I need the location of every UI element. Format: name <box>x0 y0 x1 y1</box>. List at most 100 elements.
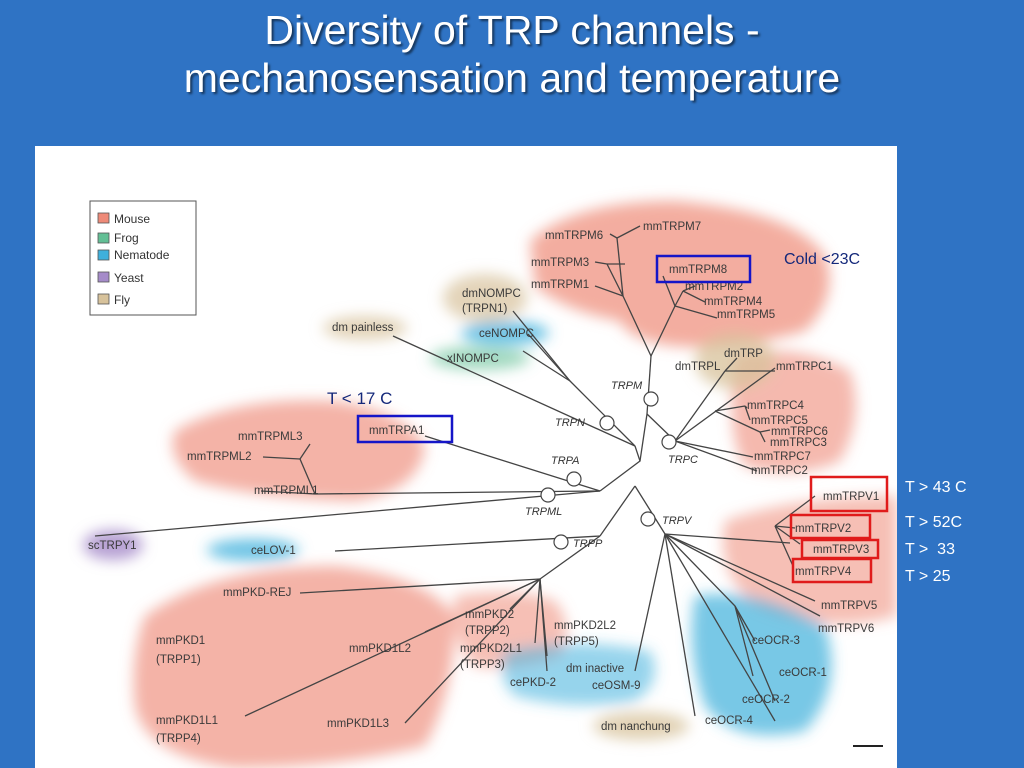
legend-label-nematode: Nematode <box>114 248 170 262</box>
fly-cluster-nanchung <box>593 712 689 740</box>
legend-swatch-fly <box>97 293 110 305</box>
mouse-cluster-trpp <box>133 566 455 768</box>
legend-label-mouse: Mouse <box>114 212 150 226</box>
annotation-cold: Cold <23C <box>784 251 860 268</box>
leaf-mmTRPC7: mmTRPC7 <box>754 451 811 463</box>
clade-marker-trpml <box>540 487 556 503</box>
leaf-mmTRPC2: mmTRPC2 <box>751 465 808 477</box>
leaf-mmPKD1: mmPKD1 <box>156 635 205 647</box>
mouse-cluster-trpm <box>530 201 830 347</box>
leaf-mmTRPML3: mmTRPML3 <box>238 431 303 443</box>
highlight-box-mmTRPA1 <box>356 414 454 444</box>
annotation-t17: T < 17 C <box>327 389 392 408</box>
clade-marker-trpv <box>640 511 656 527</box>
annotation-trpv4: T > 25 <box>905 568 951 585</box>
clade-marker-trpa <box>566 471 582 487</box>
leaf-dmNOMPC-sub: (TRPN1) <box>462 303 508 315</box>
leaf-mmPKD2L1: mmPKD2L1 <box>460 643 522 655</box>
leaf-labels: mmTRPM6 mmTRPM7 mmTRPM3 mmTRPM8 mmTRPM1 … <box>88 221 879 745</box>
clade-marker-trpc <box>661 434 677 450</box>
leaf-dm-painless: dm painless <box>332 322 394 334</box>
legend-swatch-mouse <box>97 212 110 224</box>
leaf-xlNOMPC: xINOMPC <box>447 353 499 365</box>
slide-title: Diversity of TRP channels - mechanosensa… <box>0 6 1024 102</box>
leaf-mmPKD1L2: mmPKD1L2 <box>349 643 411 655</box>
leaf-dmNOMPC: dmNOMPC <box>462 288 521 300</box>
annotation-trpv2: T > 52C <box>905 514 963 531</box>
leaf-mmTRPML1: mmTRPML1 <box>254 485 319 497</box>
clade-label-trpml: TRPML <box>525 506 562 518</box>
clade-label-trpc: TRPC <box>668 454 698 466</box>
legend-swatch-frog <box>97 232 110 244</box>
leaf-scTRPY1: scTRPY1 <box>88 540 137 552</box>
leaf-ceOCR-1: ceOCR-1 <box>779 667 827 679</box>
leaf-mmPKD2: mmPKD2 <box>465 609 514 621</box>
legend-swatch-nematode <box>97 249 110 261</box>
legend-label-yeast: Yeast <box>114 271 144 285</box>
fly-cluster-nompc <box>443 274 527 322</box>
leaf-mmTRPM7: mmTRPM7 <box>643 221 701 233</box>
leaf-mmTRPM2: mmTRPM2 <box>685 281 743 293</box>
mouse-cluster-trpc <box>731 351 856 473</box>
highlight-box-mmTRPV2 <box>789 513 872 540</box>
nematode-cluster-nompc <box>461 321 549 345</box>
leaf-mmTRPV4: mmTRPV4 <box>795 566 852 578</box>
leaf-mmPKD1L1-sub: (TRPP4) <box>156 733 201 745</box>
leaf-mmTRPM8: mmTRPM8 <box>669 264 727 276</box>
leaf-mmTRPV2: mmTRPV2 <box>795 523 851 535</box>
nematode-cluster-ocr <box>691 594 832 736</box>
leaf-mmTRPC5: mmTRPC5 <box>751 415 808 427</box>
mouse-cluster-trpml <box>172 400 425 501</box>
title-line-2: mechanosensation and temperature <box>183 55 841 101</box>
clade-markers <box>540 391 677 550</box>
leaf-mmTRPC4: mmTRPC4 <box>747 400 804 412</box>
highlight-box-mmTRPV1 <box>809 475 889 513</box>
leaf-mmTRPV3: mmTRPV3 <box>813 544 869 556</box>
leaf-mmPKD1L1: mmPKD1L1 <box>156 715 218 727</box>
fly-cluster-painless <box>323 316 407 340</box>
leaf-mmTRPC3: mmTRPC3 <box>770 437 827 449</box>
species-clusters <box>83 201 897 768</box>
leaf-mmTRPM1: mmTRPM1 <box>531 279 589 291</box>
clade-label-trpn: TRPN <box>555 417 585 429</box>
nematode-cluster-lov <box>207 539 299 561</box>
leaf-mmTRPV6: mmTRPV6 <box>818 623 874 635</box>
leaf-ceNOMPC: ceNOMPC <box>479 328 534 340</box>
leaf-mmTRPML2: mmTRPML2 <box>187 451 252 463</box>
leaf-mmPKD1-sub: (TRPP1) <box>156 654 201 666</box>
legend-label-fly: Fly <box>114 293 130 307</box>
leaf-ceOSM-9: ceOSM-9 <box>592 680 641 692</box>
clade-label-trpm: TRPM <box>611 380 643 392</box>
legend: Mouse Frog Nematode Yeast Fly <box>89 200 197 316</box>
leaf-mmPKD1L3: mmPKD1L3 <box>327 718 389 730</box>
title-line-1: Diversity of TRP channels - <box>264 7 760 53</box>
leaf-ceLOV-1: ceLOV-1 <box>251 545 296 557</box>
leaf-ceOCR-3: ceOCR-3 <box>752 635 800 647</box>
nematode-cluster-osm <box>501 643 655 705</box>
clade-label-trpv: TRPV <box>662 515 693 527</box>
phylogenetic-tree-figure: Mouse Frog Nematode Yeast Fly <box>35 146 897 768</box>
leaf-cePKD-2: cePKD-2 <box>510 677 556 689</box>
highlight-box-mmTRPM8 <box>655 254 752 284</box>
highlight-boxes <box>356 254 889 584</box>
clade-marker-trpm <box>643 391 659 407</box>
leaf-dm-inactive: dm inactive <box>566 663 624 675</box>
clade-marker-trpn <box>599 415 615 431</box>
leaf-mmTRPC1: mmTRPC1 <box>776 361 833 373</box>
leaf-ceOCR-2: ceOCR-2 <box>742 694 790 706</box>
clade-label-trpp: TRPP <box>573 538 603 550</box>
leaf-dm-nanchung: dm nanchung <box>601 721 671 733</box>
annotation-trpv3: T > 33 <box>905 541 955 558</box>
clade-marker-trpp <box>553 534 569 550</box>
leaf-dmTRP: dmTRP <box>724 348 763 360</box>
leaf-mmTRPV5: mmTRPV5 <box>821 600 877 612</box>
legend-swatch-yeast <box>97 271 110 283</box>
leaf-mmPKD2L2-sub: (TRPP5) <box>554 636 599 648</box>
tree-svg: Mouse Frog Nematode Yeast Fly <box>83 200 897 768</box>
leaf-mmTRPM5: mmTRPM5 <box>717 309 775 321</box>
clade-label-trpa: TRPA <box>551 455 580 467</box>
yeast-cluster <box>83 530 143 560</box>
leaf-mmTRPA1: mmTRPA1 <box>369 425 424 437</box>
leaf-dmTRPL: dmTRPL <box>675 361 721 373</box>
legend-label-frog: Frog <box>114 231 139 245</box>
